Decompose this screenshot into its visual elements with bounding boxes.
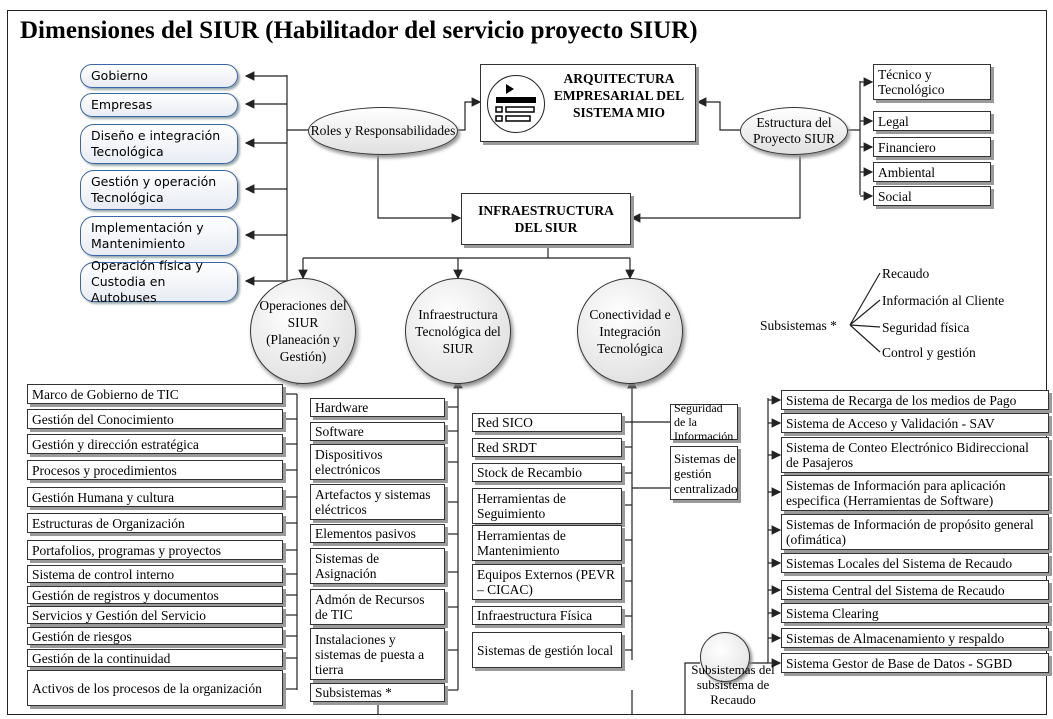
estructura-item-tecnico: Técnico y Tecnológico — [873, 64, 991, 100]
estructura-item-legal: Legal — [873, 111, 991, 131]
estructura-oval: Estructura del Proyecto SIUR — [740, 107, 848, 155]
subsistema-informacion: Información al Cliente — [882, 293, 1005, 308]
conect-side-gestion: Sistemas de gestión centralizado — [670, 446, 738, 500]
infra-item: Elementos pasivos — [310, 524, 445, 543]
infra-item: Subsistemas * — [310, 683, 445, 702]
role-pill-gestion: Gestión y operación Tecnológica — [80, 170, 238, 210]
arch-label: ARQUITECTURA EMPRESARIAL DEL SISTEMA MIO — [553, 71, 685, 120]
infra-item: Sistemas de Asignación — [310, 548, 445, 584]
ops-item: Gestión de registros y documentos — [27, 586, 283, 604]
estructura-item-financiero: Financiero — [873, 137, 991, 157]
architecture-icon — [487, 75, 545, 133]
conect-item: Herramientas de Mantenimiento — [472, 525, 622, 561]
ops-item: Servicios y Gestión del Servicio — [27, 606, 283, 624]
infra-item: Hardware — [310, 398, 445, 417]
conect-item: Sistemas de gestión local — [472, 632, 622, 668]
ops-item: Procesos y procedimientos — [27, 460, 283, 480]
ops-item: Gestión de riesgos — [27, 627, 283, 645]
estructura-item-social: Social — [873, 186, 991, 206]
role-pill-operacion: Operación física y Custodia en Autobuses — [80, 258, 238, 305]
recaudo-item: Sistema de Acceso y Validación - SAV — [781, 413, 1049, 433]
infra-item: Dispositivos electrónicos — [310, 444, 445, 480]
recaudo-item: Sistemas de Información de propósito gen… — [781, 514, 1049, 550]
circle-operaciones: Operaciones del SIUR (Planeación y Gesti… — [250, 278, 356, 384]
subsistema-recaudo: Recaudo — [882, 266, 930, 281]
conect-item: Stock de Recambio — [472, 463, 622, 482]
conect-item: Infraestructura Física — [472, 606, 622, 625]
ops-item: Gestión Humana y cultura — [27, 487, 283, 507]
recaudo-circle — [700, 632, 750, 682]
conect-item: Red SRDT — [472, 438, 622, 457]
conect-item: Red SICO — [472, 413, 622, 432]
ops-item: Gestión de la continuidad — [27, 649, 283, 667]
conect-item: Equipos Externos (PEVR – CICAC) — [472, 564, 622, 600]
arch-box: ARQUITECTURA EMPRESARIAL DEL SISTEMA MIO — [480, 64, 696, 142]
ops-item: Estructuras de Organización — [27, 513, 283, 533]
ops-item: Activos de los procesos de la organizaci… — [27, 670, 283, 706]
conect-side-seguridad: Seguridad de la Información — [670, 401, 738, 443]
circle-infra-tecnologica: Infraestructura Tecnológica del SIUR — [405, 278, 511, 384]
estructura-item-ambiental: Ambiental — [873, 162, 991, 182]
circle-conectividad: Conectividad e Integración Tecnológica — [577, 278, 683, 384]
subsistema-control: Control y gestión — [882, 345, 976, 360]
recaudo-item: Sistema Gestor de Base de Datos - SGBD — [781, 653, 1049, 673]
ops-item: Marco de Gobierno de TIC — [27, 384, 283, 404]
role-pill-diseno: Diseño e integración Tecnológica — [80, 124, 238, 164]
roles-oval: Roles y Responsabilidades — [308, 107, 458, 155]
infra-item: Admón de Recursos de TIC — [310, 589, 445, 625]
recaudo-circle-label: Subsistemas del subsistema de Recaudo — [691, 662, 775, 707]
recaudo-item: Sistema Central del Sistema de Recaudo — [781, 580, 1049, 600]
recaudo-item: Sistemas de Almacenamiento y respaldo — [781, 628, 1049, 648]
role-pill-gobierno: Gobierno — [80, 64, 238, 88]
subsistema-seguridad: Seguridad física — [882, 320, 970, 335]
infra-item: Software — [310, 422, 445, 441]
diagram-frame — [7, 10, 1047, 715]
conect-item: Herramientas de Seguimiento — [472, 488, 622, 524]
recaudo-item: Sistema de Recarga de los medios de Pago — [781, 390, 1049, 410]
recaudo-item: Sistema de Conteo Electrónico Bidireccio… — [781, 437, 1049, 473]
recaudo-item: Sistemas Locales del Sistema de Recaudo — [781, 553, 1049, 573]
ops-item: Gestión y dirección estratégica — [27, 434, 283, 454]
role-pill-empresas: Empresas — [80, 93, 238, 117]
recaudo-item: Sistemas de Información para aplicación … — [781, 475, 1049, 511]
ops-item: Portafolios, programas y proyectos — [27, 540, 283, 560]
subsistemas-label: Subsistemas * — [760, 318, 837, 333]
role-pill-implementacion: Implementación y Mantenimiento — [80, 216, 238, 256]
infra-item: Artefactos y sistemas eléctricos — [310, 484, 445, 520]
infra-box: INFRAESTRUCTURA DEL SIUR — [461, 193, 631, 245]
diagram-title: Dimensiones del SIUR (Habilitador del se… — [20, 17, 698, 44]
ops-item: Gestión del Conocimiento — [27, 409, 283, 429]
infra-item: Instalaciones y sistemas de puesta a tie… — [310, 628, 445, 680]
ops-item: Sistema de control interno — [27, 565, 283, 583]
recaudo-item: Sistema Clearing — [781, 603, 1049, 623]
